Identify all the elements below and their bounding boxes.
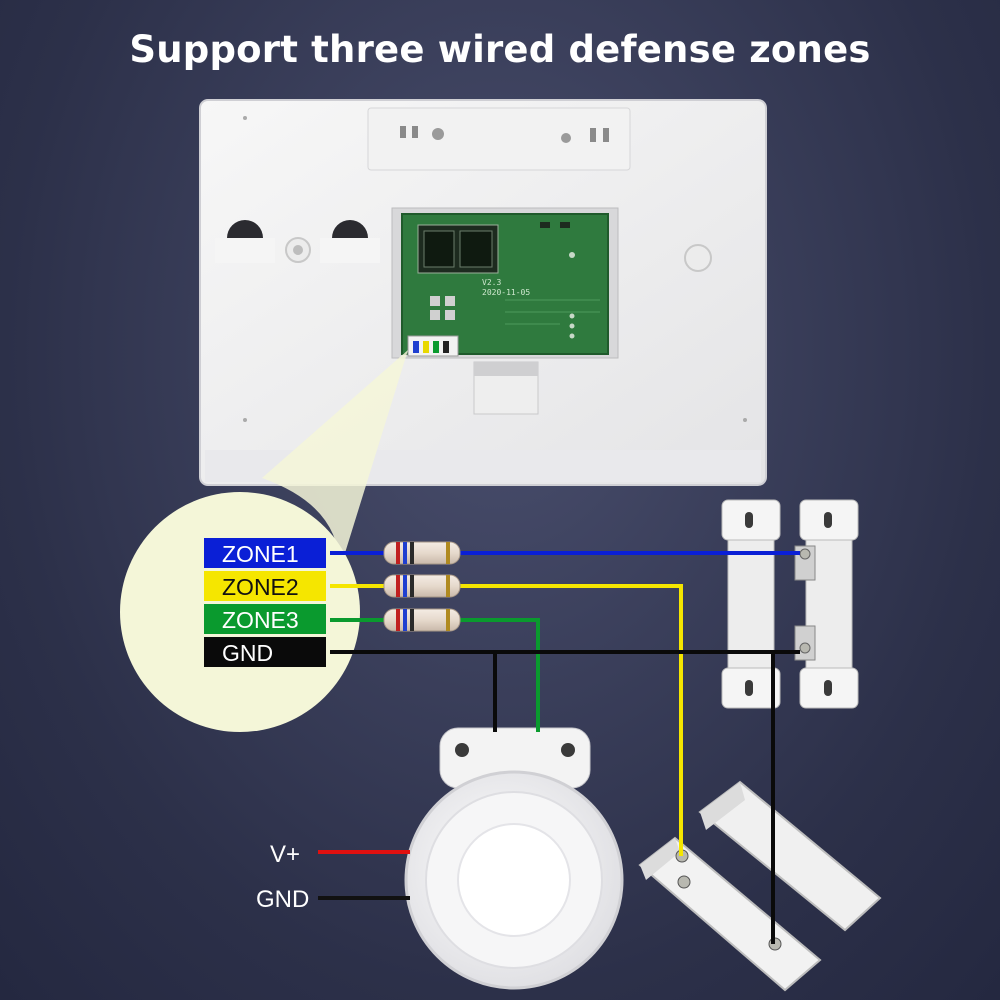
alarm-panel: V2.3 2020-11-05	[199, 99, 767, 486]
siren-vplus-label: V+	[270, 841, 300, 868]
pcb-date-text: 2020-11-05	[482, 288, 530, 297]
svg-text:ZONE3: ZONE3	[222, 607, 299, 633]
zone3-wire-right	[458, 618, 540, 732]
svg-text:GND: GND	[222, 640, 273, 666]
zone-label-2: ZONE2	[204, 571, 326, 601]
door-contact-upper	[721, 499, 859, 709]
pcb-version-text: V2.3	[482, 278, 501, 287]
zone-label-3: ZONE3	[204, 604, 326, 634]
svg-text:ZONE1: ZONE1	[222, 541, 299, 567]
zone-label-gnd: GND	[204, 637, 326, 667]
resistors	[383, 541, 461, 632]
zone-labels: ZONE1 ZONE2 ZONE3 GND	[204, 538, 326, 667]
wires	[318, 551, 800, 944]
svg-text:ZONE2: ZONE2	[222, 574, 299, 600]
siren	[404, 727, 624, 990]
resistor-zone2	[383, 574, 461, 598]
zone2-wire-right	[458, 584, 683, 856]
siren-gnd-label: GND	[256, 886, 309, 913]
door-contact-lower	[638, 780, 882, 992]
resistor-zone3	[383, 608, 461, 632]
zone-label-1: ZONE1	[204, 538, 326, 568]
page-title: Support three wired defense zones	[129, 28, 871, 71]
resistor-zone1	[383, 541, 461, 565]
